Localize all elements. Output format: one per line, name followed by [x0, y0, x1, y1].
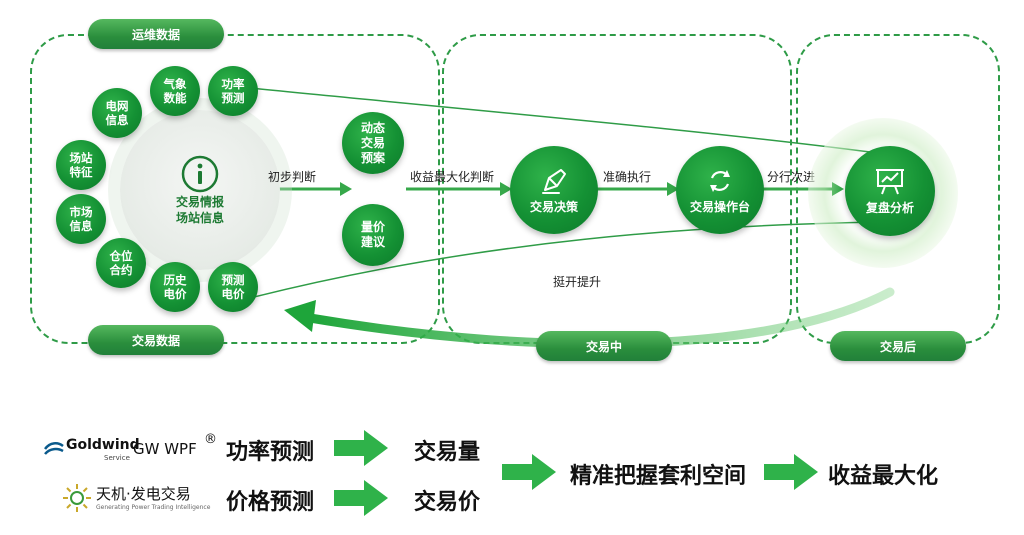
sun-logo-icon: [63, 484, 91, 512]
tianji-brand: 天机·发电交易 Generating Power Trading Intelli…: [62, 480, 222, 520]
node-dynamic-plan: 动态交易预案: [342, 112, 404, 174]
satellite-label: 仓位: [109, 249, 133, 263]
satellite-position-contract: 仓位合约: [96, 238, 146, 288]
node-trade-console: 交易操作台: [676, 146, 764, 234]
arrow-price-to-price: [334, 480, 388, 516]
satellite-weather: 气象数能: [150, 66, 200, 116]
node-label: 量价: [360, 220, 385, 234]
satellite-label: 信息: [105, 113, 129, 127]
pen-icon: [542, 168, 566, 194]
trade-price: 交易价: [414, 490, 481, 515]
hub-line1: 交易情报: [175, 195, 224, 209]
satellite-label: 气象: [163, 77, 187, 91]
satellite-label: 市场: [69, 205, 93, 219]
hub-line2: 场站信息: [175, 211, 224, 225]
stage-label-post-trade: 交易后: [830, 331, 966, 361]
info-icon: [181, 155, 219, 193]
node-label: 动态: [360, 120, 385, 135]
satellite-label: 预测: [221, 273, 245, 287]
satellite-label: 电价: [163, 287, 187, 301]
satellite-label: 合约: [109, 263, 133, 277]
label-max-judgment: 收益最大化判断: [410, 170, 495, 184]
node-trade-decision: 交易决策: [510, 146, 598, 234]
arrow-to-maximize: [764, 454, 818, 490]
stage-label-ops-data: 运维数据: [88, 19, 224, 49]
arbitrage-space: 精准把握套利空间: [570, 464, 747, 489]
satellite-station-feature: 场站特征: [56, 140, 106, 190]
goldwind-name: Goldwind: [66, 437, 140, 453]
label-improve: 挺开提升: [553, 275, 602, 289]
hub-trade-intel: 交易情报 场站信息: [120, 110, 280, 270]
arrow-to-arbitrage: [502, 454, 556, 490]
stage-label-during-trade: 交易中: [536, 331, 672, 361]
trade-volume: 交易量: [414, 440, 481, 465]
node-label: 建议: [360, 235, 385, 249]
presentation-chart-icon: [876, 168, 904, 194]
power-forecast: 功率预测: [226, 440, 315, 465]
satellite-label: 场站: [69, 151, 93, 165]
gw-wpf-label: GW WPF: [133, 440, 197, 458]
arrow-power-to-volume: [334, 430, 388, 466]
node-review-analysis: 复盘分析: [845, 146, 935, 236]
satellite-power-forecast: 功率预测: [208, 66, 258, 116]
price-forecast: 价格预测: [226, 490, 315, 515]
satellite-label: 功率: [221, 77, 245, 91]
label-analyze: 分行次进: [767, 170, 816, 184]
stage-label-trade-data: 交易数据: [88, 325, 224, 355]
tianji-sub: Generating Power Trading Intelligence: [96, 504, 211, 511]
node-volume-price-advice: 量价建议: [342, 204, 404, 266]
goldwind-logo-icon: [44, 442, 64, 455]
satellite-label: 电网: [105, 99, 129, 113]
satellite-label: 预测: [221, 91, 245, 105]
satellite-label: 电价: [221, 287, 245, 301]
satellite-forecast-price: 预测电价: [208, 262, 258, 312]
satellite-label: 信息: [69, 219, 93, 233]
goldwind-brand: Goldwind Service: [44, 437, 224, 465]
goldwind-sub: Service: [104, 454, 130, 462]
tianji-name: 天机·发电交易: [96, 485, 191, 503]
satellite-grid-info: 电网信息: [92, 88, 142, 138]
revenue-maximization: 收益最大化: [828, 464, 939, 489]
satellite-history-price: 历史电价: [150, 262, 200, 312]
node-label: 交易操作台: [689, 199, 750, 214]
node-label: 交易决策: [529, 199, 578, 214]
label-initial-judgment: 初步判断: [268, 170, 317, 184]
node-label: 预案: [360, 150, 385, 165]
satellite-label: 数能: [163, 91, 187, 105]
node-label: 复盘分析: [865, 200, 914, 215]
registered-mark: ®: [204, 432, 217, 447]
label-execute: 准确执行: [603, 170, 652, 184]
node-label: 交易: [360, 135, 385, 150]
satellite-label: 特征: [69, 165, 93, 179]
satellite-label: 历史: [163, 273, 187, 287]
cycle-icon: [710, 169, 730, 192]
satellite-market-info: 市场信息: [56, 194, 106, 244]
